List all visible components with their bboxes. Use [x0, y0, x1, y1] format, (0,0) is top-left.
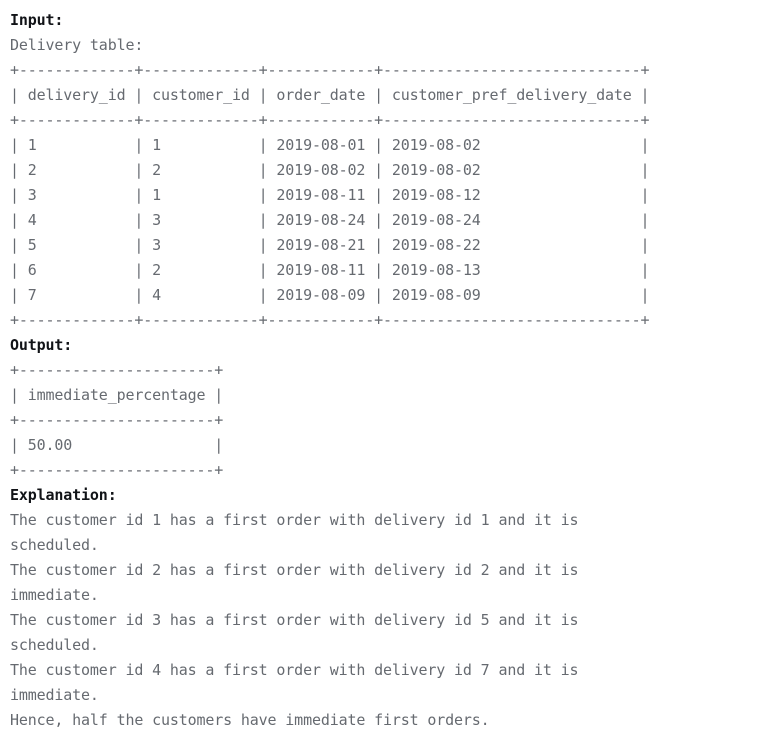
result-border-bottom: +----------------------+ — [10, 461, 224, 479]
result-table: +----------------------+ | immediate_per… — [10, 358, 780, 483]
table-border-bottom: +-------------+-------------+-----------… — [10, 311, 650, 329]
explanation-line: immediate. — [10, 686, 99, 704]
result-border-header: +----------------------+ — [10, 411, 224, 429]
explanation-line: Hence, half the customers have immediate… — [10, 711, 490, 729]
result-border-top: +----------------------+ — [10, 361, 224, 379]
table-row: | 6 | 2 | 2019-08-11 | 2019-08-13 | — [10, 261, 650, 279]
result-row: | 50.00 | — [10, 436, 224, 454]
explanation-line: The customer id 3 has a first order with… — [10, 611, 579, 629]
explanation-line: The customer id 1 has a first order with… — [10, 511, 579, 529]
table-border-header: +-------------+-------------+-----------… — [10, 111, 650, 129]
explanation-line: The customer id 4 has a first order with… — [10, 661, 579, 679]
result-header-row: | immediate_percentage | — [10, 386, 224, 404]
output-section: Output: +----------------------+ | immed… — [10, 333, 780, 483]
explanation-line: scheduled. — [10, 636, 99, 654]
explanation-line: The customer id 2 has a first order with… — [10, 561, 579, 579]
explanation-line: scheduled. — [10, 536, 99, 554]
input-section: Input: Delivery table: +-------------+--… — [10, 8, 780, 333]
explanation-heading: Explanation: — [10, 486, 117, 504]
table-row: | 3 | 1 | 2019-08-11 | 2019-08-12 | — [10, 186, 650, 204]
table-row: | 4 | 3 | 2019-08-24 | 2019-08-24 | — [10, 211, 650, 229]
explanation-line: immediate. — [10, 586, 99, 604]
table-header-row: | delivery_id | customer_id | order_date… — [10, 86, 650, 104]
table-row: | 7 | 4 | 2019-08-09 | 2019-08-09 | — [10, 286, 650, 304]
output-heading: Output: — [10, 336, 73, 354]
delivery-table: +-------------+-------------+-----------… — [10, 58, 780, 333]
input-heading: Input: — [10, 11, 64, 29]
explanation-section: Explanation: The customer id 1 has a fir… — [10, 483, 780, 733]
delivery-table-caption: Delivery table: — [10, 36, 144, 54]
table-border-top: +-------------+-------------+-----------… — [10, 61, 650, 79]
table-row: | 1 | 1 | 2019-08-01 | 2019-08-02 | — [10, 136, 650, 154]
table-row: | 2 | 2 | 2019-08-02 | 2019-08-02 | — [10, 161, 650, 179]
table-row: | 5 | 3 | 2019-08-21 | 2019-08-22 | — [10, 236, 650, 254]
